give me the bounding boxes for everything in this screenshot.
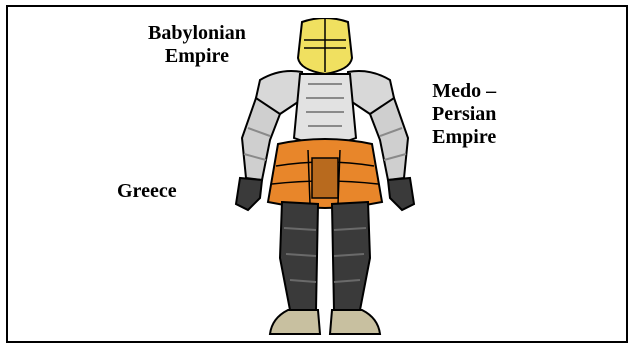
armored-statue-figure [220,18,430,338]
label-medo-persian-empire: Medo – Persian Empire [432,80,496,149]
medo-line-2: Persian [432,103,496,126]
waist-skirt-orange [268,139,382,208]
helmet-gold [298,18,352,74]
feet-armor [270,310,380,334]
medo-line-3: Empire [432,126,496,149]
legs-dark-iron [280,202,370,310]
medo-line-1: Medo – [432,80,496,103]
label-greece: Greece [117,180,177,203]
